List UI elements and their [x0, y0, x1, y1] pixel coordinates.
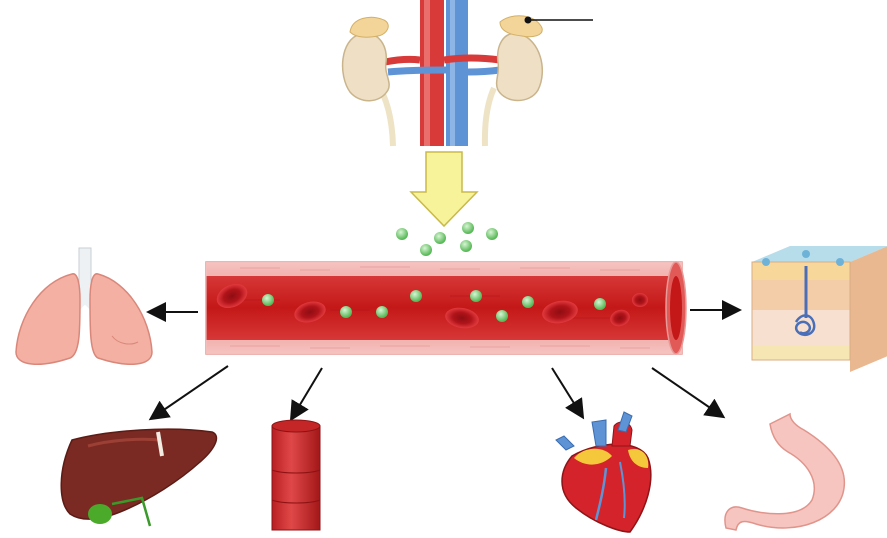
- skin-cross-section-icon: [752, 246, 887, 372]
- heart-icon: [556, 412, 651, 532]
- arrow-to-heart: [552, 368, 582, 416]
- arrow-to-liver: [152, 366, 228, 418]
- stomach-icon: [725, 414, 844, 530]
- secreted-hormone-particles: [396, 222, 498, 256]
- artery-segment-icon: [272, 420, 320, 530]
- arrow-to-vessel: [292, 368, 322, 418]
- liver-icon: [61, 429, 216, 526]
- arrow-to-stomach: [652, 368, 722, 416]
- blood-vessel-cross-section: [206, 262, 686, 354]
- lungs-icon: [16, 248, 152, 364]
- kidneys-with-adrenal-glands-icon: [343, 0, 543, 146]
- secretion-arrow: [411, 152, 477, 226]
